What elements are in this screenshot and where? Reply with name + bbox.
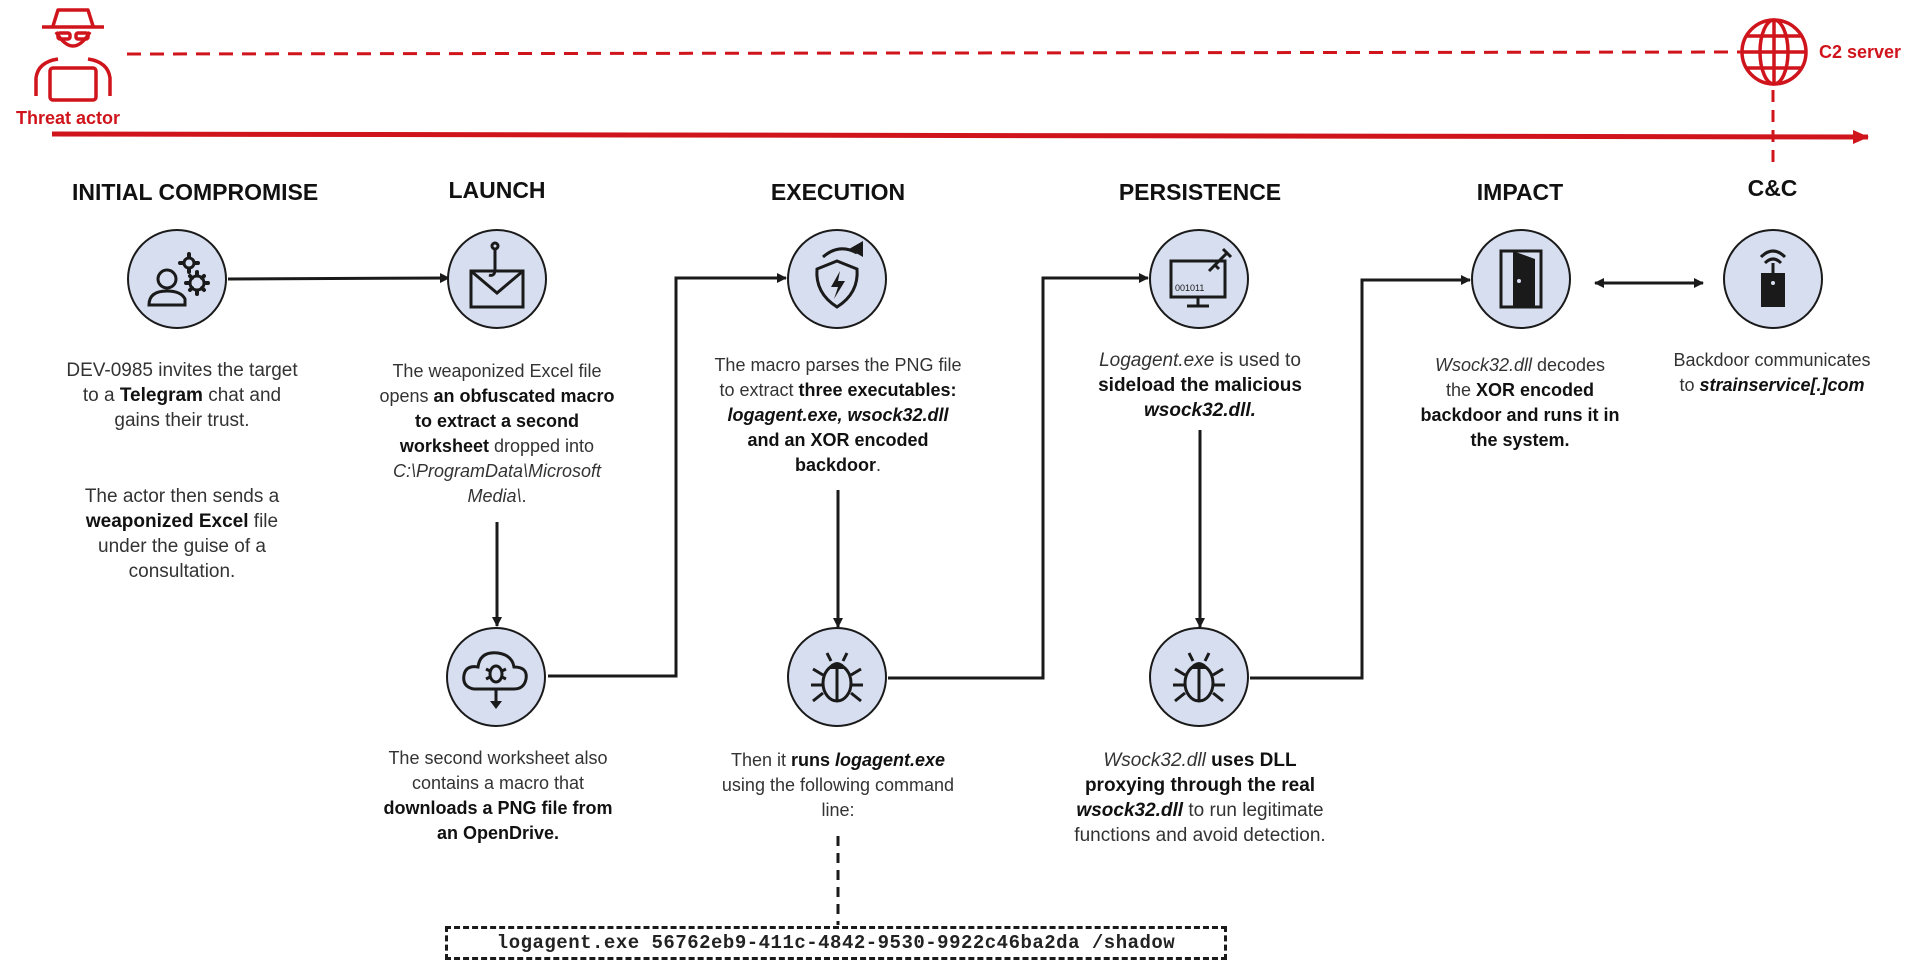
persistence-desc: Logagent.exe is used to sideload the mal…	[1098, 350, 1302, 421]
monitor-syringe-icon: 001011	[1169, 247, 1233, 308]
stage-title-cc: C&C	[1747, 175, 1798, 201]
impact-node	[1471, 229, 1571, 329]
initial-compromise-node	[127, 229, 227, 329]
threat-actor-icon	[18, 4, 128, 104]
connector-initial-to-launch	[227, 273, 450, 284]
stage-title-launch: LAUNCH	[448, 177, 546, 203]
phishing-envelope-icon	[469, 241, 525, 309]
execution-desc: The macro parses the PNG file to extract…	[714, 355, 962, 475]
launch-download-node	[446, 627, 546, 727]
user-gears-icon	[147, 252, 210, 307]
launch-sub-desc: The second worksheet also contains a mac…	[383, 748, 613, 843]
c2-globe-icon	[1738, 14, 1810, 90]
open-door-icon	[1499, 249, 1543, 309]
execution-sub-desc: Then it runs logagent.exe using the foll…	[721, 750, 955, 820]
shield-lightning-icon	[815, 241, 863, 309]
execution-node	[787, 229, 887, 329]
execution-bug-node	[787, 627, 887, 727]
initial-compromise-desc-2: The actor then sends a weaponized Excel …	[84, 486, 280, 582]
cc-node	[1723, 229, 1823, 329]
monitor-binary-text: 001011	[1175, 283, 1204, 293]
stage-title-execution: EXECUTION	[770, 179, 906, 205]
command-line-text: logagent.exe 56762eb9-411c-4842-9530-992…	[496, 932, 1176, 954]
connector-cloud-to-execution	[548, 273, 787, 678]
initial-compromise-desc-1: DEV-0985 invites the target to a Telegra…	[66, 360, 298, 431]
stage-title-initial-compromise: INITIAL COMPROMISE	[72, 179, 319, 205]
command-line-box: logagent.exe 56762eb9-411c-4842-9530-992…	[445, 926, 1227, 960]
threat-actor-label: Threat actor	[16, 108, 121, 128]
bug-icon	[1173, 652, 1225, 703]
launch-desc: The weaponized Excel file opens an obfus…	[379, 361, 615, 506]
actor-c2-dashed-line	[126, 50, 1743, 56]
connector-bug-to-persistence	[888, 273, 1149, 680]
connector-bug-to-impact	[1250, 275, 1471, 680]
launch-node	[447, 229, 547, 329]
impact-desc: Wsock32.dll decodes the XOR encoded back…	[1420, 355, 1620, 450]
stage-title-impact: IMPACT	[1476, 179, 1564, 205]
timeline-arrow	[51, 129, 1869, 144]
cloud-bug-download-icon	[462, 651, 528, 709]
persistence-sub-desc: Wsock32.dll uses DLL proxying through th…	[1074, 750, 1326, 846]
c2-server-label: C2 server	[1819, 42, 1902, 62]
stage-title-persistence: PERSISTENCE	[1118, 179, 1282, 205]
wireless-device-icon	[1759, 249, 1787, 307]
bug-icon	[811, 652, 863, 703]
persistence-node: 001011	[1149, 229, 1249, 329]
cc-desc: Backdoor communicates to strainservice[.…	[1673, 350, 1871, 395]
persistence-bug-node	[1149, 627, 1249, 727]
